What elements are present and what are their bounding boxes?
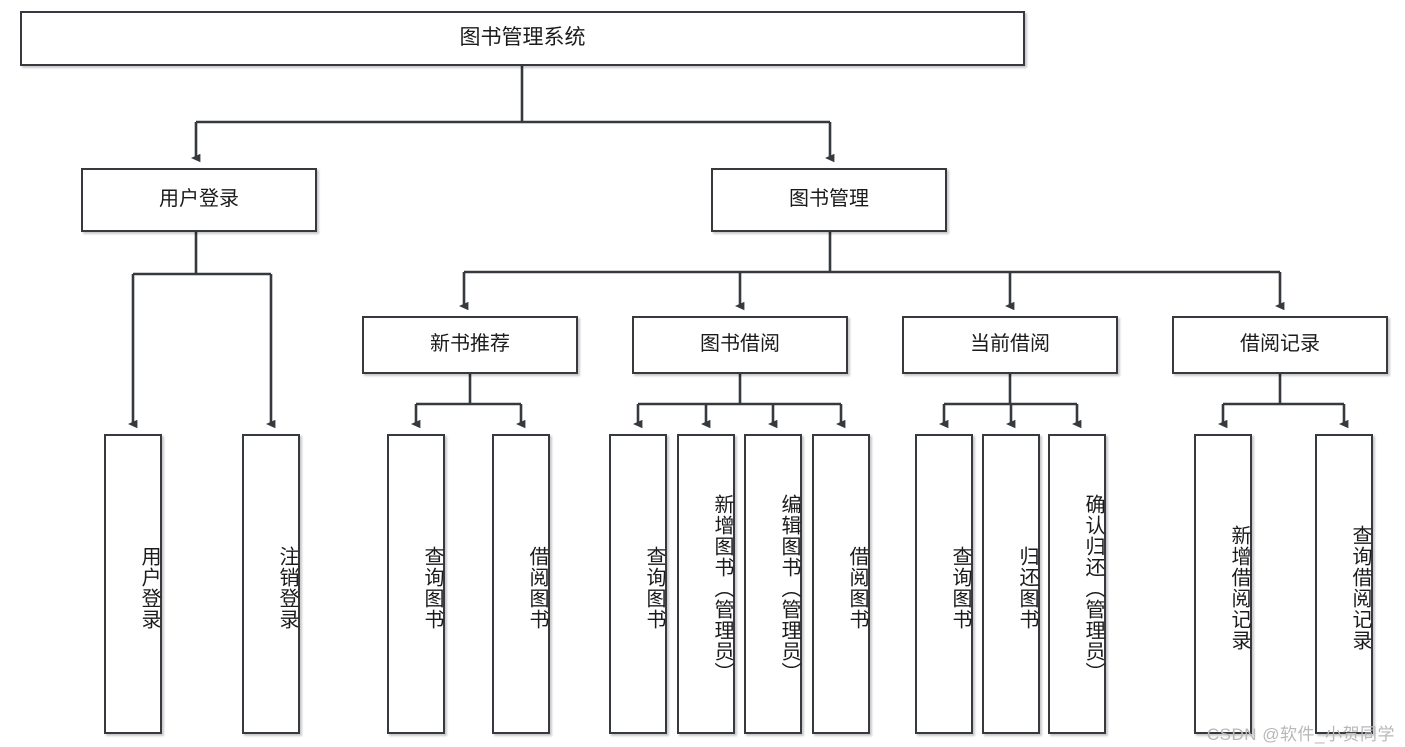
leaf-label: 查询图书 [643,546,665,630]
leaf-label: 用户登录 [138,546,160,630]
leaf-new-book-borrow[interactable]: 借阅图书 [492,434,550,734]
node-book-borrow[interactable]: 图书借阅 [632,316,848,374]
leaf-new-book-query[interactable]: 查询图书 [387,434,445,734]
leaf-borrow-record-query[interactable]: 查询借阅记录 [1315,434,1373,734]
leaf-label: 新增图书（管理员） [711,493,733,683]
node-book-management[interactable]: 图书管理 [711,168,947,232]
leaf-book-borrow-query[interactable]: 查询图书 [609,434,667,734]
leaf-current-borrow-return[interactable]: 归还图书 [982,434,1040,734]
node-new-book-recommend[interactable]: 新书推荐 [362,316,578,374]
node-borrow-record[interactable]: 借阅记录 [1172,316,1388,374]
leaf-book-borrow-add[interactable]: 新增图书（管理员） [677,434,735,734]
node-user-login-label: 用户登录 [159,188,239,211]
node-new-book-recommend-label: 新书推荐 [430,333,510,356]
node-root-label: 图书管理系统 [459,26,586,50]
leaf-label: 查询借阅记录 [1349,525,1371,651]
node-book-management-label: 图书管理 [789,188,869,211]
leaf-label: 借阅图书 [846,546,868,630]
leaf-label: 新增借阅记录 [1228,525,1250,651]
node-current-borrow-label: 当前借阅 [970,333,1050,356]
leaf-label: 确认归还（管理员） [1082,493,1104,683]
leaf-book-borrow-edit[interactable]: 编辑图书（管理员） [744,434,802,734]
leaf-label: 编辑图书（管理员） [778,493,800,683]
leaf-current-borrow-query[interactable]: 查询图书 [915,434,973,734]
leaf-current-borrow-confirm-return[interactable]: 确认归还（管理员） [1048,434,1106,734]
leaf-user-login-login[interactable]: 用户登录 [104,434,162,734]
leaf-label: 归还图书 [1016,546,1038,630]
node-current-borrow[interactable]: 当前借阅 [902,316,1118,374]
leaf-label: 查询图书 [949,546,971,630]
leaf-book-borrow-borrow[interactable]: 借阅图书 [812,434,870,734]
node-book-borrow-label: 图书借阅 [700,333,780,356]
leaf-label: 查询图书 [421,546,443,630]
watermark: CSDN @软件_小贺同学 [1206,725,1395,744]
node-user-login[interactable]: 用户登录 [81,168,317,232]
leaf-label: 注销登录 [276,546,298,630]
node-root[interactable]: 图书管理系统 [20,11,1025,66]
node-borrow-record-label: 借阅记录 [1240,333,1320,356]
leaf-borrow-record-add[interactable]: 新增借阅记录 [1194,434,1252,734]
leaf-label: 借阅图书 [526,546,548,630]
leaf-user-login-logout[interactable]: 注销登录 [242,434,300,734]
